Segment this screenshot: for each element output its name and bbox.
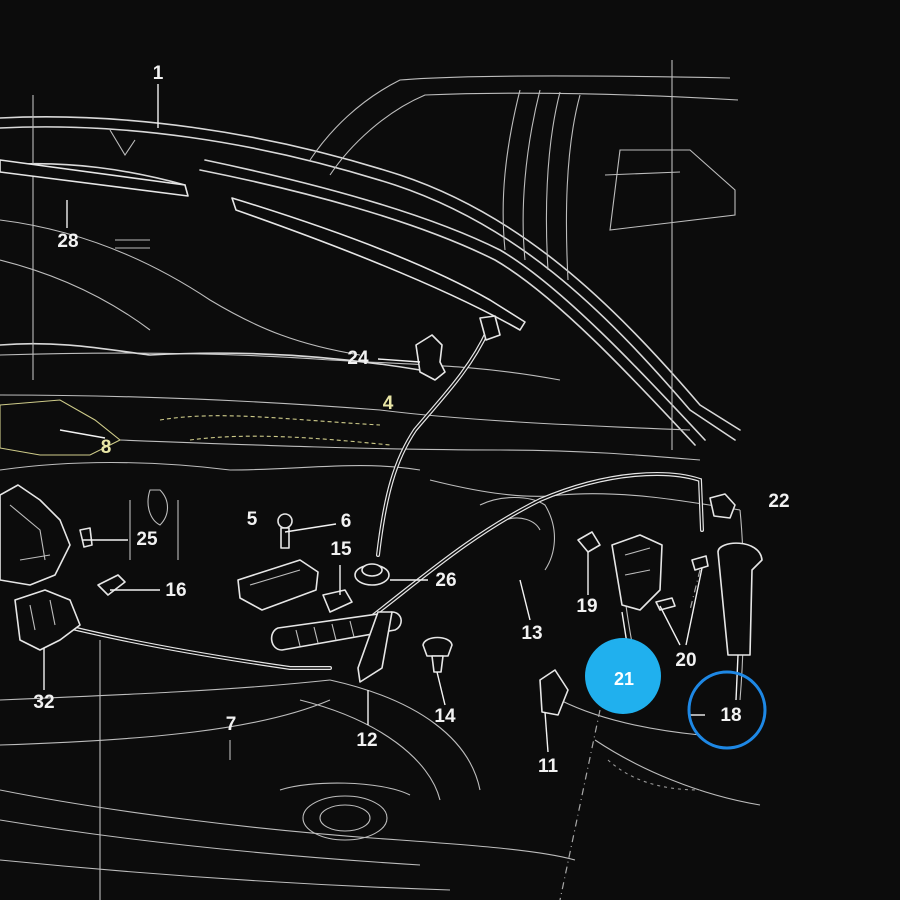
latch-32 [14, 589, 81, 651]
callout-20: 20 [675, 650, 696, 671]
callout-8: 8 [101, 437, 112, 458]
clip-20b [655, 597, 676, 611]
leader-lines [43, 84, 739, 753]
callout-28: 28 [57, 231, 78, 252]
handle-bracket [357, 611, 393, 683]
callout-labels: 1 28 24 4 8 5 6 25 15 26 16 22 19 13 20 … [33, 63, 789, 777]
callout-19: 19 [576, 596, 597, 617]
component-parts [0, 159, 763, 716]
bolt-6 [277, 513, 293, 529]
clip-19 [577, 531, 601, 553]
bracket-24 [415, 334, 446, 381]
callout-26: 26 [435, 570, 456, 591]
callout-14: 14 [434, 706, 456, 727]
cover-18 [717, 542, 763, 656]
clip-15 [322, 589, 353, 613]
lock-assembly [0, 484, 71, 586]
callout-15: 15 [330, 539, 352, 560]
callout-7: 7 [226, 714, 237, 735]
bolt-25 [79, 527, 93, 548]
clip-16 [97, 574, 126, 596]
release-handle-12 [270, 611, 402, 651]
callout-11: 11 [538, 756, 559, 777]
callout-32: 32 [33, 692, 54, 713]
marker-21-highlight [585, 638, 661, 714]
bolt-14 [422, 636, 453, 657]
clip-11 [539, 669, 569, 716]
trim-strip [231, 197, 526, 331]
callout-4: 4 [383, 393, 394, 414]
callout-16: 16 [165, 580, 186, 601]
callout-1: 1 [153, 63, 164, 84]
callout-25: 25 [136, 529, 158, 550]
cable-end-upper [479, 315, 501, 341]
callout-13: 13 [521, 623, 542, 644]
callout-18: 18 [720, 705, 741, 726]
callout-5: 5 [247, 509, 258, 530]
callout-12: 12 [356, 730, 377, 751]
callout-21: 21 [614, 669, 634, 689]
clip-20a [691, 555, 709, 571]
callout-6: 6 [341, 511, 352, 532]
callout-24: 24 [347, 348, 369, 369]
clip-22 [709, 493, 736, 519]
engine-region-8 [0, 399, 122, 456]
hood-seal-strip [0, 159, 189, 197]
callout-22: 22 [768, 491, 789, 512]
support-5 [237, 559, 319, 611]
marker-18-ring [687, 670, 767, 750]
